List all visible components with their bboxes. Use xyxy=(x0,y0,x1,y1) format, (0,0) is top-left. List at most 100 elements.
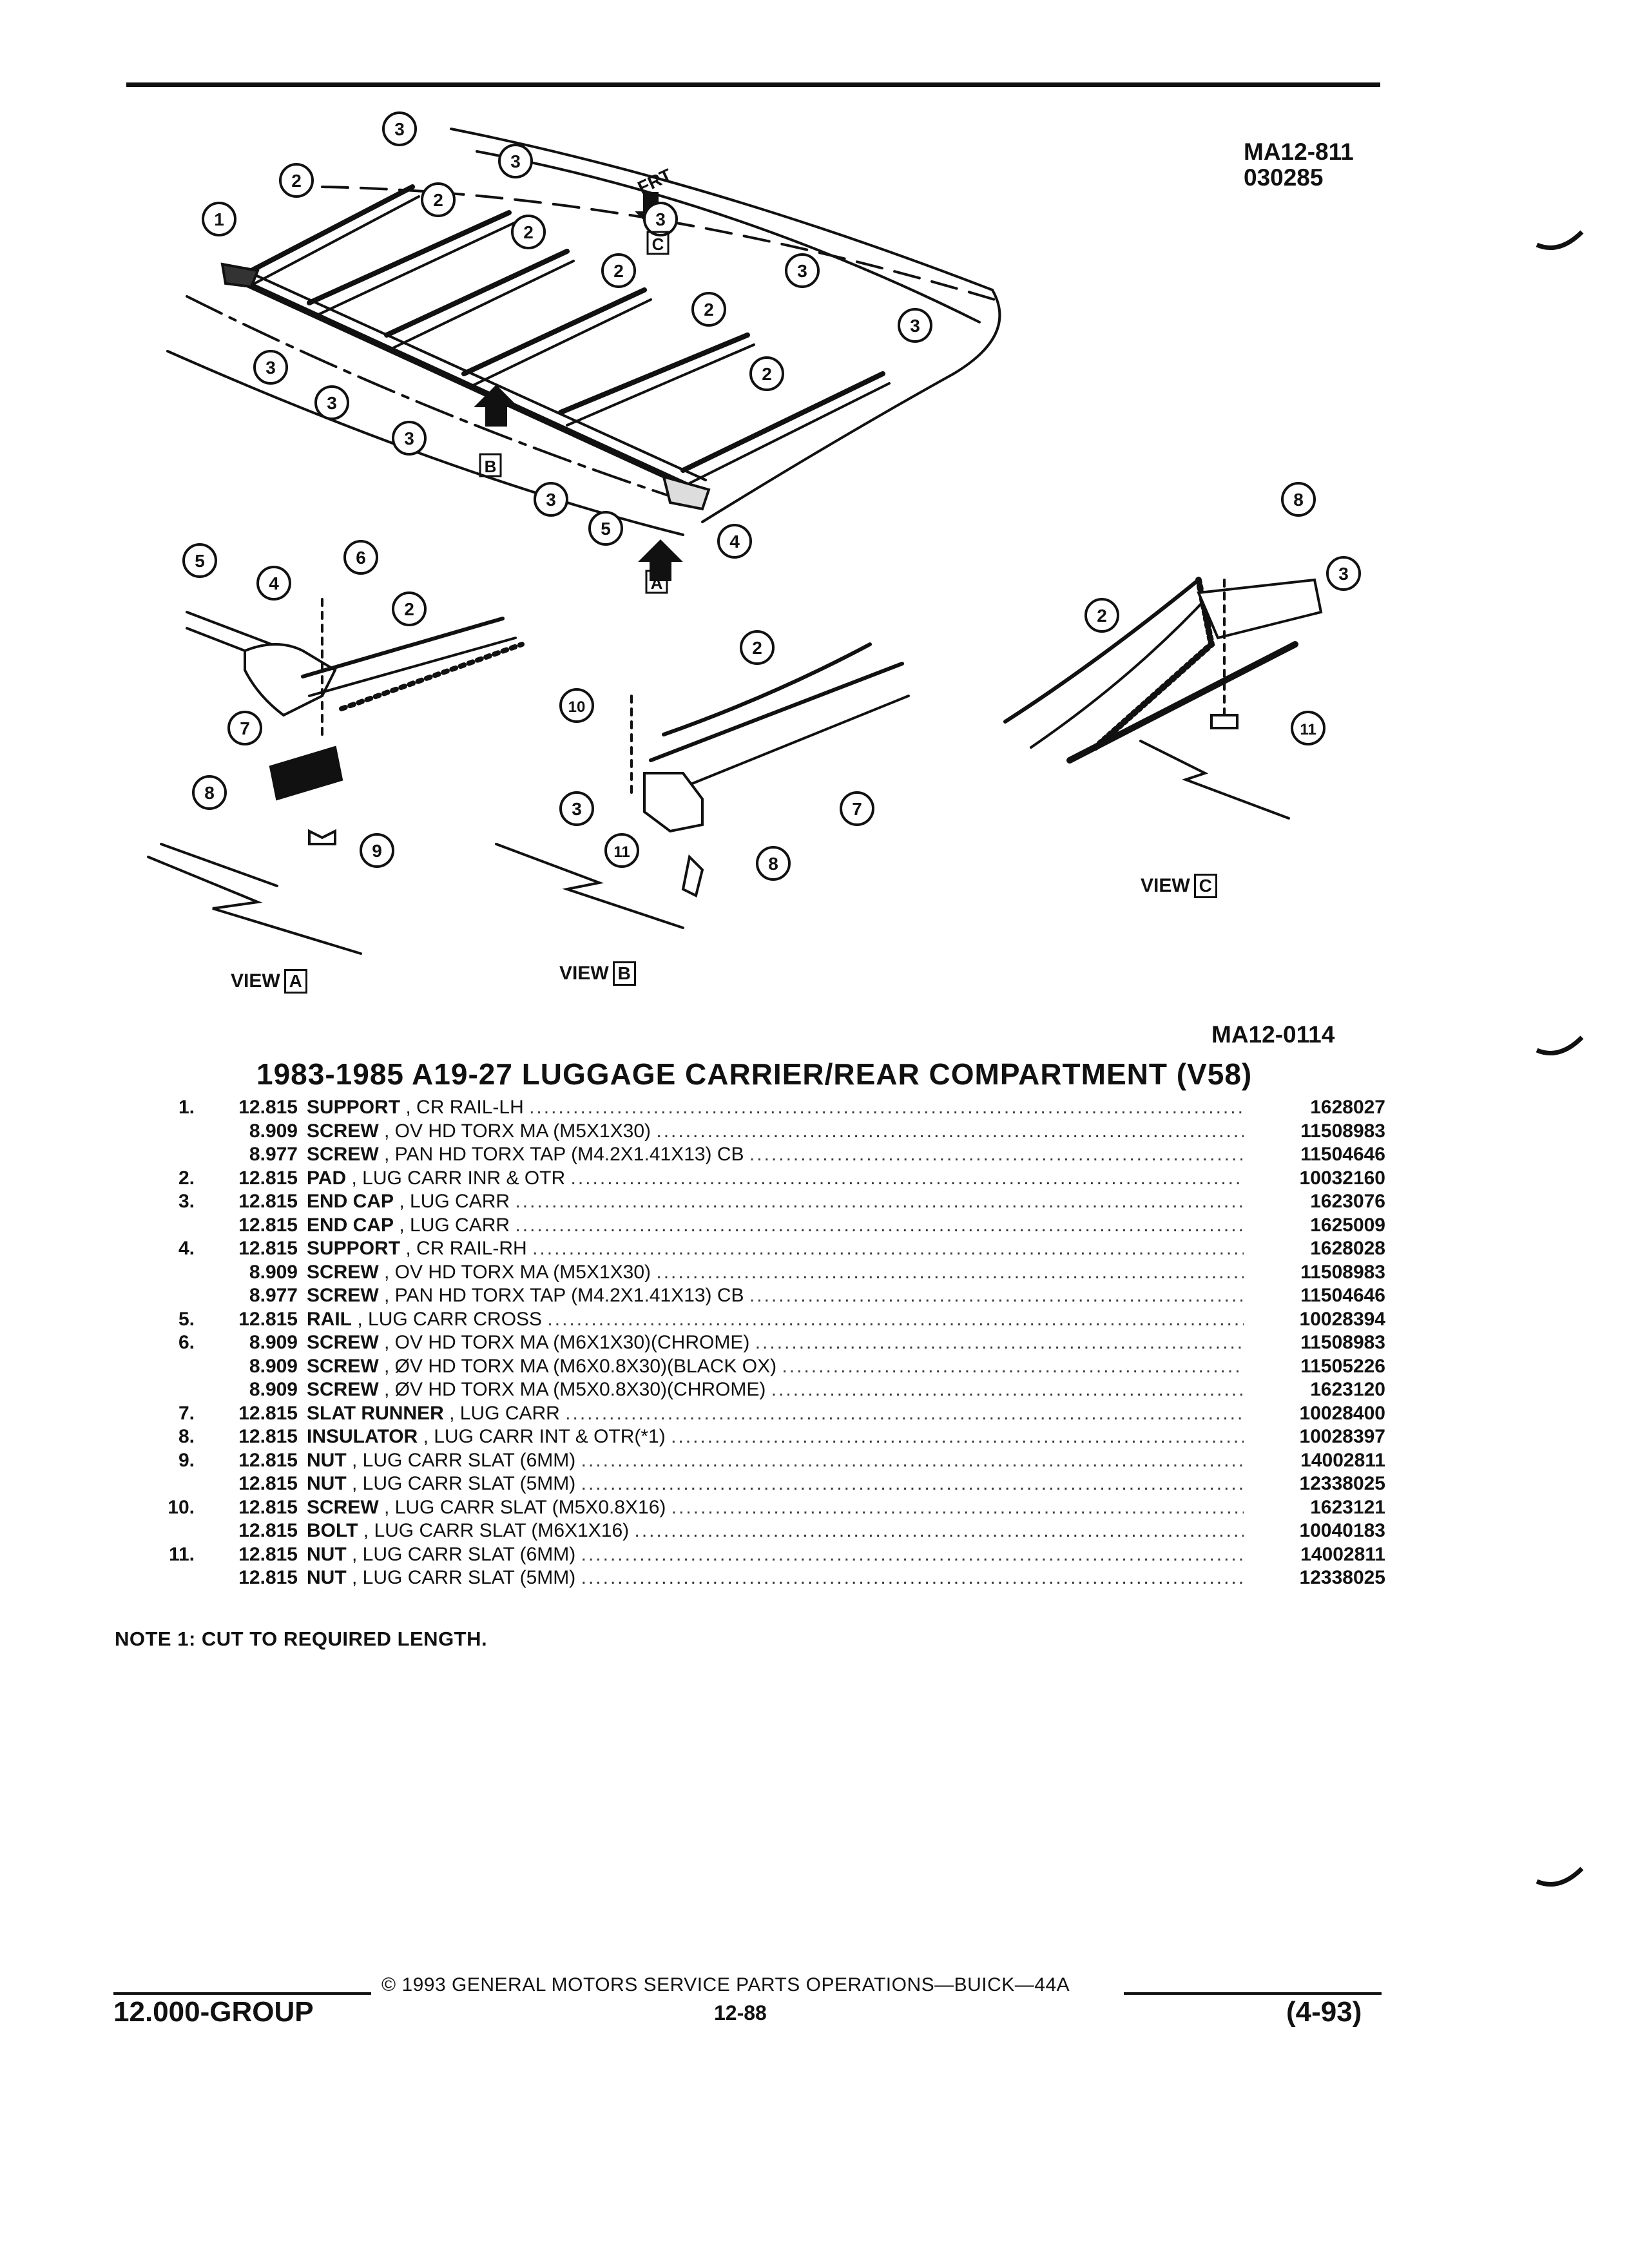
part-number: 12338025 xyxy=(1299,1473,1385,1494)
part-name: SCREW xyxy=(307,1332,379,1353)
arrow-c-letter: C xyxy=(652,235,664,254)
svg-text:3: 3 xyxy=(510,151,521,171)
leader-dots: ........................................… xyxy=(749,1144,1244,1165)
part-name: SLAT RUNNER xyxy=(307,1402,444,1424)
item-number: 7. xyxy=(178,1402,195,1424)
leader-dots: ........................................… xyxy=(656,1120,1244,1142)
note: NOTE 1: CUT TO REQUIRED LENGTH. xyxy=(115,1628,488,1650)
part-number: 14002811 xyxy=(1300,1543,1385,1565)
roof-side xyxy=(701,289,1001,523)
callout-3b xyxy=(498,144,533,178)
part-description: SCREW , PAN HD TORX TAP (M4.2X1.41X13) C… xyxy=(298,1285,1244,1307)
leader-dots: ........................................… xyxy=(515,1214,1244,1236)
leader-dots: ........................................… xyxy=(529,1097,1244,1118)
part-description: NUT , LUG CARR SLAT (6MM) ..............… xyxy=(298,1544,1244,1566)
svg-text:8: 8 xyxy=(768,854,778,874)
part-detail: , LUG CARR xyxy=(399,1191,510,1212)
part-name: SCREW xyxy=(307,1496,379,1518)
part-detail: , ØV HD TORX MA (M6X0.8X30)(BLACK OX) xyxy=(384,1355,777,1377)
svg-text:3: 3 xyxy=(327,393,337,413)
part-description: END CAP , LUG CARR .....................… xyxy=(298,1191,1244,1213)
section-heading: 1983-1985 A19-27 LUGGAGE CARRIER/REAR CO… xyxy=(256,1057,1253,1091)
callout-7b xyxy=(840,791,874,826)
footer-rule-right xyxy=(1124,1992,1382,1995)
part-detail: , LUG CARR INT & OTR(*1) xyxy=(423,1426,666,1447)
group-number: 8.909 xyxy=(249,1355,298,1377)
part-number: 1625009 xyxy=(1310,1214,1385,1236)
callout-3i xyxy=(534,482,568,517)
svg-text:9: 9 xyxy=(372,841,382,861)
leader-dots: ........................................… xyxy=(532,1238,1244,1259)
item-number: 8. xyxy=(178,1426,195,1447)
svg-text:7: 7 xyxy=(852,799,862,819)
callout-5 xyxy=(588,511,623,546)
callout-6 xyxy=(343,540,378,575)
leader-dots: ........................................… xyxy=(581,1473,1244,1494)
svg-text:7: 7 xyxy=(240,718,250,738)
group-number: 12.815 xyxy=(238,1496,298,1518)
part-number: 12338025 xyxy=(1299,1567,1385,1588)
svg-text:2: 2 xyxy=(523,222,534,242)
callout-2g xyxy=(392,591,427,626)
part-detail: , LUG CARR CROSS xyxy=(357,1308,543,1330)
svg-text:2: 2 xyxy=(613,261,624,281)
part-name: SCREW xyxy=(307,1144,379,1165)
group-number: 12.815 xyxy=(238,1449,298,1471)
footer-rule-left xyxy=(113,1992,371,1995)
svg-text:2: 2 xyxy=(1097,606,1107,626)
part-number: 11504646 xyxy=(1300,1144,1385,1165)
group-number: 12.815 xyxy=(238,1473,298,1494)
callout-text: 1 xyxy=(214,209,224,229)
part-description: SCREW , LUG CARR SLAT (M5X0.8X16) ......… xyxy=(298,1497,1244,1519)
roof-edge-lower xyxy=(186,295,671,497)
part-name: NUT xyxy=(307,1473,347,1494)
callout-2c xyxy=(511,215,546,249)
svg-text:6: 6 xyxy=(356,548,366,568)
part-detail: , OV HD TORX MA (M5X1X30) xyxy=(384,1120,651,1142)
part-detail: , LUG CARR xyxy=(399,1214,510,1236)
item-number: 4. xyxy=(178,1238,195,1259)
part-name: END CAP xyxy=(307,1214,394,1236)
leader-dots: ........................................… xyxy=(547,1308,1244,1330)
part-description: SLAT RUNNER , LUG CARR .................… xyxy=(298,1403,1244,1425)
leader-dots: ........................................… xyxy=(671,1426,1244,1447)
part-detail: , LUG CARR SLAT (M6X1X16) xyxy=(363,1520,630,1541)
part-detail: , OV HD TORX MA (M5X1X30) xyxy=(384,1261,651,1283)
leader-dots: ........................................… xyxy=(771,1379,1244,1400)
figure-code-bottom: MA12-0114 xyxy=(1211,1021,1335,1048)
svg-text:2: 2 xyxy=(704,300,714,320)
figure-code-top: MA12-811 xyxy=(1244,139,1354,165)
view-b-drawing xyxy=(495,642,910,929)
callout-2 xyxy=(279,163,314,198)
part-detail: , CR RAIL-RH xyxy=(405,1238,527,1259)
figure-code-date: 030285 xyxy=(1244,164,1324,191)
leader-dots: ........................................… xyxy=(634,1520,1244,1541)
part-description: SCREW , OV HD TORX MA (M5X1X30) ........… xyxy=(298,1262,1244,1283)
arrow-b xyxy=(474,385,519,427)
callout-3k xyxy=(1326,556,1361,591)
part-name: BOLT xyxy=(307,1520,358,1541)
footer-group: 12.000-GROUP xyxy=(113,1996,314,2028)
item-number: 2. xyxy=(178,1167,195,1189)
svg-text:3: 3 xyxy=(1338,564,1349,584)
part-number: 10040183 xyxy=(1299,1520,1385,1541)
part-number: 10028397 xyxy=(1299,1426,1385,1447)
svg-text:2: 2 xyxy=(404,599,414,619)
edge-mark xyxy=(1536,230,1584,250)
part-name: PAD xyxy=(307,1167,347,1189)
part-name: RAIL xyxy=(307,1308,352,1330)
leader-dots: ........................................… xyxy=(749,1285,1244,1306)
callout-3j xyxy=(559,791,594,826)
part-number: 11508983 xyxy=(1300,1332,1385,1353)
